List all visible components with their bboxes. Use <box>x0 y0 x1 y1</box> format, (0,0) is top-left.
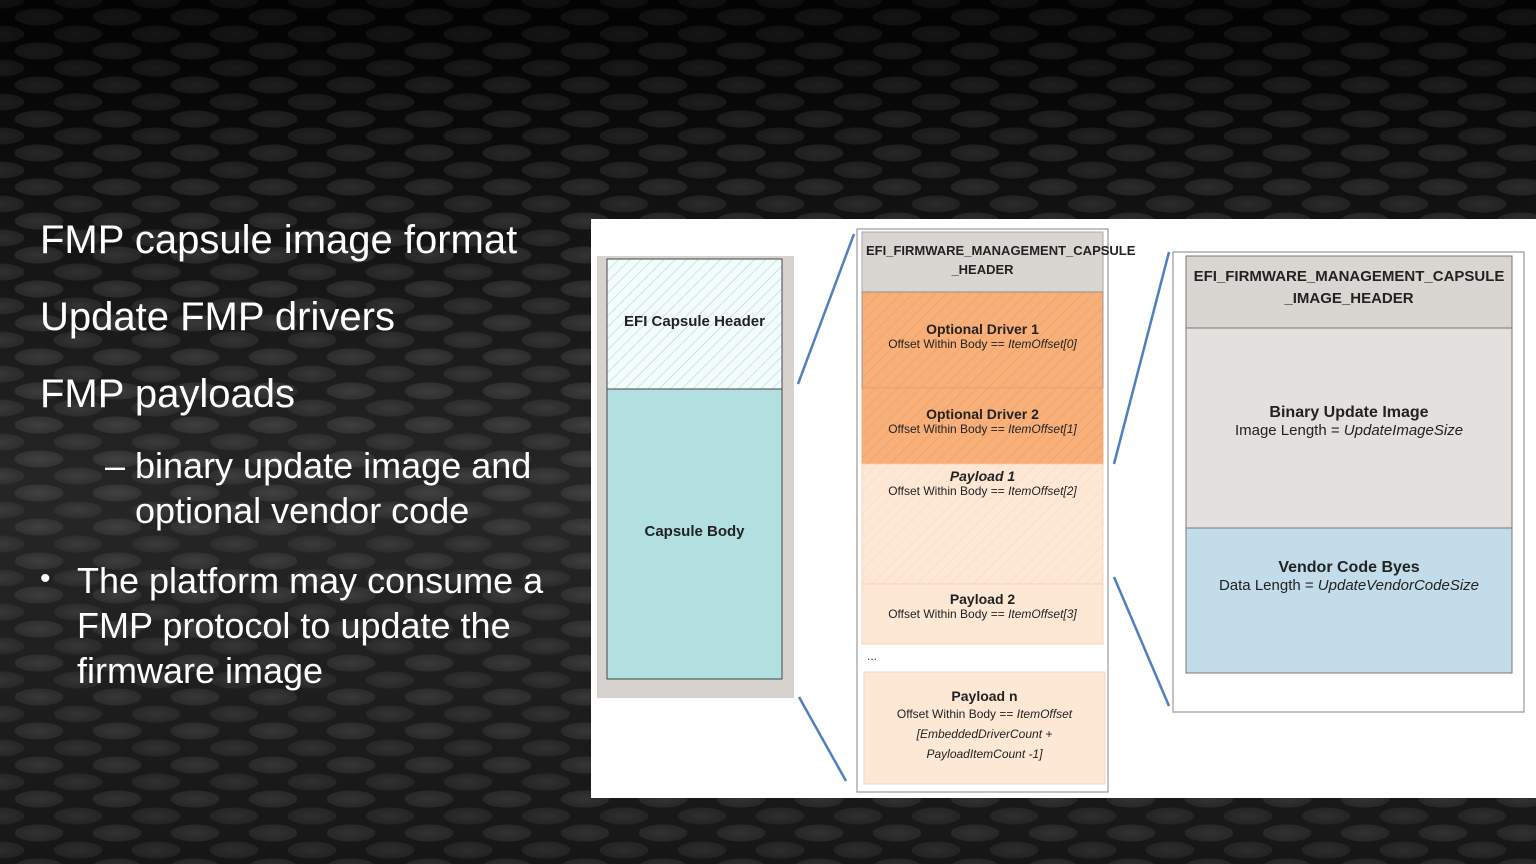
binary-len-prefix: Image Length = <box>1234 422 1344 439</box>
middle-header-label: EFI_FIRMWARE_MANAGEMENT_CAPSULE _HEADER <box>866 243 1136 277</box>
driver1-offset: Offset Within Body == ItemOffset[0] <box>862 337 1103 351</box>
bullet-item: • The platform may consume a FMP protoco… <box>40 558 587 693</box>
right-header-label: EFI_FIRMWARE_MANAGEMENT_CAPSULE _IMAGE_H… <box>1193 268 1505 307</box>
sub-bullet-text: binary update image and optional vendor … <box>135 445 532 531</box>
payload2-block <box>861 583 1104 645</box>
connector-line <box>797 696 848 782</box>
vendor-code-length: Data Length = UpdateVendorCodeSize <box>1186 577 1512 594</box>
line-fmp-capsule-format: FMP capsule image format <box>40 218 518 262</box>
driver2-offset-prefix: Offset Within Body == <box>888 422 1009 436</box>
binary-len-value: UpdateImageSize <box>1343 422 1464 439</box>
binary-image-block <box>1185 327 1513 529</box>
payload2-label: Payload 2 Offset Within Body == ItemOffs… <box>862 591 1103 621</box>
driver1-title: Optional Driver 1 <box>926 321 1039 337</box>
binary-image-length: Image Length = UpdateImageSize <box>1186 422 1512 439</box>
vendor-code-label: Vendor Code Byes Data Length = UpdateVen… <box>1186 559 1512 594</box>
capsule-body-block <box>606 388 783 680</box>
driver2-label: Optional Driver 2 Offset Within Body == … <box>862 406 1103 436</box>
payload1-title: Payload 1 <box>949 468 1016 484</box>
payloadn-block <box>863 671 1106 785</box>
payloadn-label: Payload n Offset Within Body == ItemOffs… <box>867 688 1102 764</box>
capsule-header-label: EFI Capsule Header <box>624 313 765 330</box>
right-header-block <box>1185 255 1513 329</box>
payload2-offset-prefix: Offset Within Body == <box>888 607 1009 621</box>
payload2-title: Payload 2 <box>949 591 1016 607</box>
payload2-offset-value: ItemOffset[3] <box>1008 607 1077 621</box>
payload1-offset: Offset Within Body == ItemOffset[2] <box>862 484 1103 498</box>
payload1-offset-value: ItemOffset[2] <box>1008 484 1077 498</box>
connector-line <box>1112 576 1171 707</box>
driver1-offset-prefix: Offset Within Body == <box>888 337 1009 351</box>
vendor-len-prefix: Data Length = <box>1218 577 1318 594</box>
driver1-block <box>861 291 1104 389</box>
binary-image-label: Binary Update Image Image Length = Updat… <box>1186 404 1512 439</box>
connector-lines <box>597 228 1525 793</box>
sub-bullet: – binary update image and optional vendo… <box>105 443 595 533</box>
vendor-code-title: Vendor Code Byes <box>1278 559 1420 576</box>
driver1-label: Optional Driver 1 Offset Within Body == … <box>862 321 1103 351</box>
driver2-offset: Offset Within Body == ItemOffset[1] <box>862 422 1103 436</box>
bullet-text: The platform may consume a FMP protocol … <box>77 560 544 691</box>
driver1-offset-value: ItemOffset[0] <box>1008 337 1077 351</box>
payload2-offset: Offset Within Body == ItemOffset[3] <box>862 607 1103 621</box>
ellipsis-label: ... <box>867 649 878 663</box>
payload1-label: Payload 1 Offset Within Body == ItemOffs… <box>862 468 1103 498</box>
dash-marker: – <box>105 445 126 486</box>
vendor-code-block <box>1185 527 1513 674</box>
capsule-header-block <box>606 258 783 390</box>
fmp-capsule-diagram: EFI Capsule Header Capsule Body EFI_FIRM… <box>591 219 1536 798</box>
payloadn-offset-prefix: Offset Within Body == <box>896 707 1017 721</box>
payloadn-offset: Offset Within Body == ItemOffset [Embedd… <box>867 704 1102 764</box>
payloadn-title: Payload n <box>951 688 1018 704</box>
capsule-body-label: Capsule Body <box>644 523 745 540</box>
line-fmp-payloads: FMP payloads <box>40 372 295 416</box>
vendor-len-value: UpdateVendorCodeSize <box>1317 577 1480 594</box>
payload1-offset-prefix: Offset Within Body == <box>888 484 1009 498</box>
connector-line <box>1112 251 1171 465</box>
bullet-marker: • <box>40 562 51 595</box>
connector-line <box>796 233 856 385</box>
driver2-title: Optional Driver 2 <box>926 406 1039 422</box>
driver2-offset-value: ItemOffset[1] <box>1008 422 1077 436</box>
payloadn-offset-value: ItemOffset [EmbeddedDriverCount + Payloa… <box>916 707 1073 761</box>
line-update-fmp-drivers: Update FMP drivers <box>40 295 395 339</box>
binary-image-title: Binary Update Image <box>1269 404 1429 421</box>
payload1-block <box>861 463 1104 585</box>
slide-text: FMP capsule image format Update FMP driv… <box>40 218 580 691</box>
